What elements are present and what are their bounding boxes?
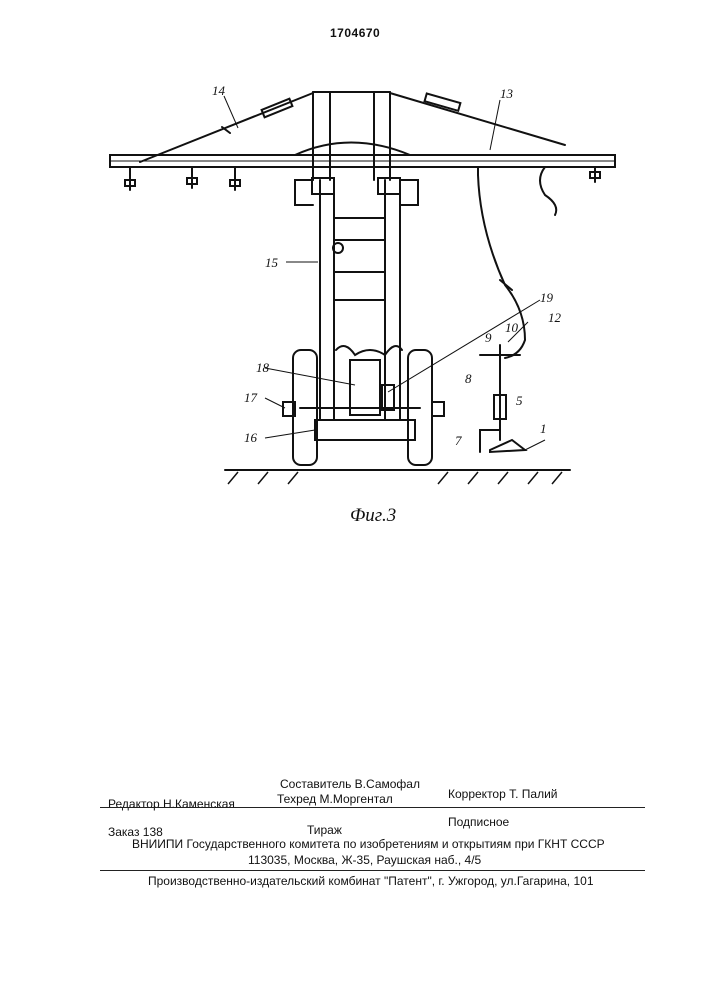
ref-label: 8 <box>465 371 472 386</box>
divider <box>100 870 645 871</box>
ref-label: 18 <box>256 360 270 375</box>
org: ВНИИПИ Государственного комитета по изоб… <box>132 837 605 851</box>
ref-label: 12 <box>548 310 562 325</box>
compiler: Составитель В.Самофал <box>280 777 420 791</box>
ref-label: 15 <box>265 255 279 270</box>
address: 113035, Москва, Ж-35, Раушская наб., 4/5 <box>248 853 481 867</box>
editor: Редактор Н.Каменская <box>108 797 235 811</box>
ref-label: 17 <box>244 390 258 405</box>
ref-label: 16 <box>244 430 258 445</box>
ref-label: 9 <box>485 330 492 345</box>
ref-label: 10 <box>505 320 519 335</box>
corrector: Корректор Т. Палий <box>448 787 558 801</box>
techred: Техред М.Моргентал <box>277 792 393 806</box>
subscription: Подписное <box>448 815 509 829</box>
ref-label: 13 <box>500 86 514 101</box>
ref-label: 5 <box>516 393 523 408</box>
publisher: Производственно-издательский комбинат "П… <box>148 874 594 888</box>
ref-label: 14 <box>212 83 226 98</box>
circulation: Тираж <box>307 823 342 837</box>
ref-label: 7 <box>455 433 462 448</box>
figure-caption: Фиг.3 <box>350 505 396 527</box>
ref-label: 19 <box>540 290 554 305</box>
divider <box>100 807 645 808</box>
ref-label: 1 <box>540 421 547 436</box>
